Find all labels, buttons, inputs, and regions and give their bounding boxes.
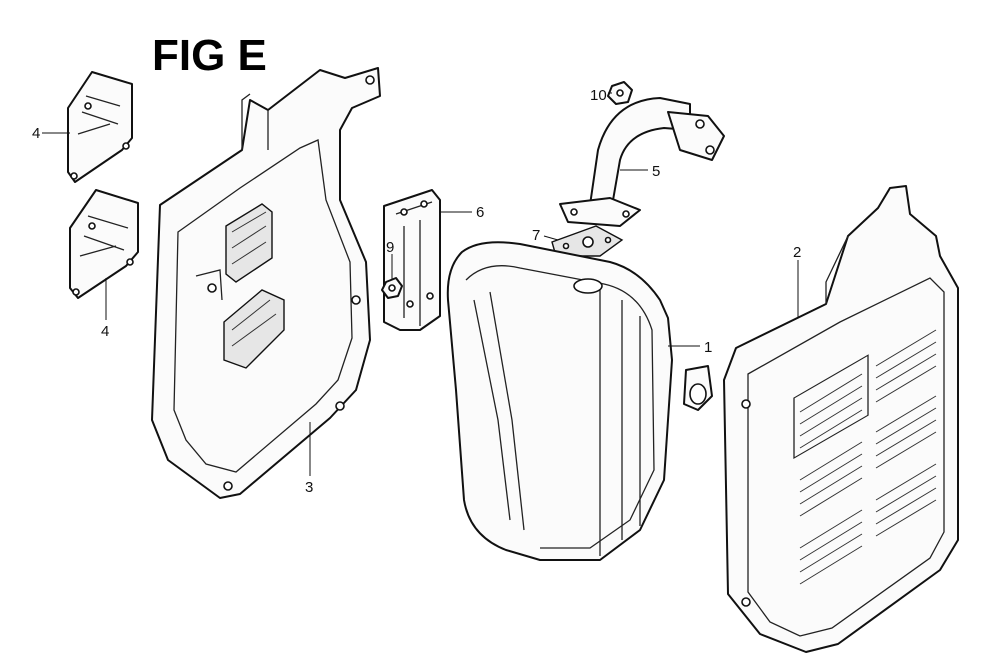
callout-1: 1 — [704, 339, 712, 356]
leader-lines — [42, 92, 799, 476]
part-4-upper-plate — [67, 71, 133, 183]
callout-9: 9 — [386, 239, 394, 256]
callout-labels: 4 4 3 6 9 10 5 7 1 2 — [32, 87, 801, 496]
part-9-nut — [381, 277, 403, 299]
part-4-lower-plate — [69, 189, 139, 299]
callout-7: 7 — [532, 227, 540, 244]
part-5-exhaust-pipe — [559, 97, 725, 227]
callout-4-lower: 4 — [101, 323, 109, 340]
part-1-muffler — [446, 241, 713, 561]
callout-6: 6 — [476, 204, 484, 221]
part-2-muffler-cover — [723, 185, 959, 653]
part-10-nut — [607, 81, 633, 105]
callout-10: 10 — [590, 87, 607, 104]
part-7-gasket — [551, 225, 624, 257]
part-3-heat-shield — [151, 67, 381, 499]
figure-title: FIG E — [152, 31, 267, 80]
callout-5: 5 — [652, 163, 660, 180]
callout-4-upper: 4 — [32, 125, 40, 142]
callout-2: 2 — [793, 244, 801, 261]
callout-3: 3 — [305, 479, 313, 496]
